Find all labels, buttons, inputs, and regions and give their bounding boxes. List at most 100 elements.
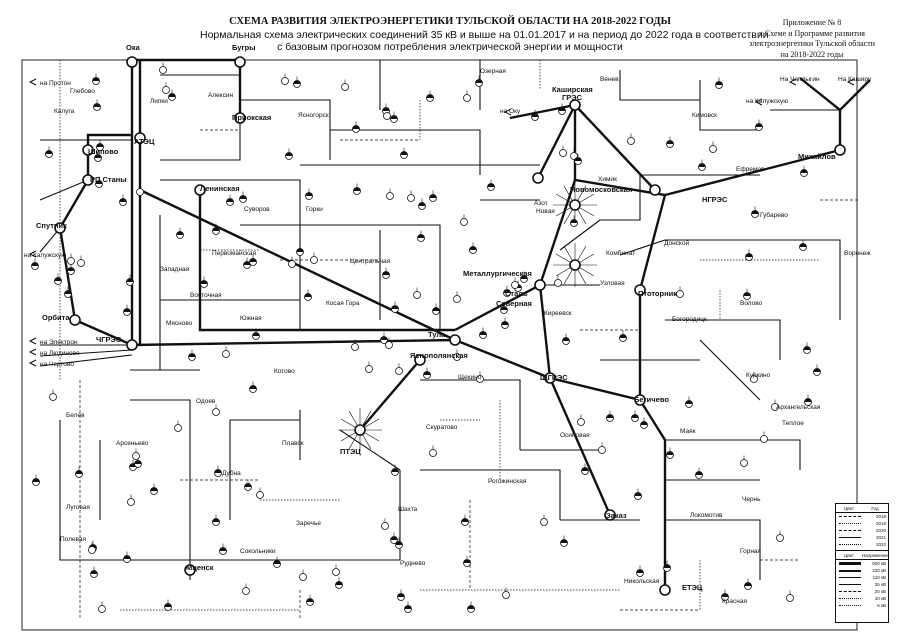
substation-label: Горная xyxy=(740,548,762,555)
legend-col-year: Год xyxy=(871,505,879,511)
substation-label: Дубна xyxy=(222,470,241,477)
appendix-line: Приложение № 8 xyxy=(782,18,842,27)
substation-label: Теплое xyxy=(782,420,804,427)
substation-symbol-fill xyxy=(636,569,644,573)
substation-label: Комбинат xyxy=(606,250,636,257)
substation-symbol-fill xyxy=(631,414,639,418)
station-label-rp-stany: РП Станы xyxy=(90,175,127,184)
major-substation-symbol xyxy=(184,564,196,576)
station-label-kashirskaya-gres: Каширская ГРЭС xyxy=(552,85,593,102)
substation-symbol xyxy=(341,83,349,91)
substation-label: Химик xyxy=(598,176,617,183)
substation-symbol xyxy=(49,393,57,401)
substation-symbol-fill xyxy=(404,605,412,609)
substation-symbol-fill xyxy=(531,113,539,117)
substation-symbol-fill xyxy=(134,460,142,464)
major-substation-symbol xyxy=(449,334,461,346)
substation-label: Азот xyxy=(534,200,548,207)
substation-symbol xyxy=(463,94,471,102)
major-substation-symbol xyxy=(544,372,556,384)
line-110kv xyxy=(339,429,401,471)
substation-symbol-fill xyxy=(721,593,729,597)
direction-arrow xyxy=(754,98,763,106)
trunk-line xyxy=(839,79,871,111)
substation-symbol-fill xyxy=(150,487,158,491)
substation-symbol-fill xyxy=(570,219,578,223)
line-110kv xyxy=(240,224,441,330)
substation-label: Западная xyxy=(160,266,190,273)
trunk-line xyxy=(131,338,456,347)
station-label-orbita: Орбита xyxy=(42,313,70,322)
substation-symbol-fill xyxy=(243,261,251,265)
station-label-ngres: НГРЭС xyxy=(702,195,728,204)
substation-symbol-fill xyxy=(429,194,437,198)
major-substation-symbol xyxy=(414,354,426,366)
substation-symbol-fill xyxy=(800,169,808,173)
major-substation-symbol xyxy=(634,284,646,296)
substation-label: Плавск xyxy=(282,440,304,447)
station-label-ptets: ПТЭЦ xyxy=(340,447,361,456)
substation-symbol-fill xyxy=(500,306,508,310)
substation-symbol-fill xyxy=(390,536,398,540)
direction-label: на Калужскую xyxy=(24,252,67,259)
major-substation-symbol xyxy=(82,174,94,186)
substation-symbol xyxy=(453,353,461,361)
substation-symbol xyxy=(627,137,635,145)
major-substation-symbol xyxy=(234,112,246,124)
legend-col-voltage: Напряжение xyxy=(861,552,888,558)
substation-label: Донской xyxy=(664,240,690,247)
legend-year: 2018 xyxy=(875,514,886,519)
substation-symbol-fill xyxy=(212,518,220,522)
legend-voltage: 10 кВ xyxy=(874,596,886,601)
substation-symbol-fill xyxy=(226,198,234,202)
station-label-priokskaya: Приокская xyxy=(232,113,272,122)
substation-symbol xyxy=(476,375,484,383)
substation-symbol-fill xyxy=(418,202,426,206)
substation-symbol xyxy=(786,594,794,602)
legend-voltage: 110 кВ xyxy=(872,575,886,580)
major-substation-symbol xyxy=(82,144,94,156)
substation-label: Киреевск xyxy=(544,310,572,317)
legend-voltage: 35 кВ xyxy=(874,582,886,587)
line-110kv xyxy=(665,319,781,360)
substation-symbol xyxy=(332,568,340,576)
major-substation-symbol xyxy=(569,99,581,111)
substation-symbol xyxy=(709,145,717,153)
substation-symbol-fill xyxy=(380,336,388,340)
substation-symbol-fill xyxy=(123,308,131,312)
substation-symbol xyxy=(212,408,220,416)
direction-arrow xyxy=(28,337,37,345)
substation-symbol xyxy=(676,290,684,298)
trunk-line xyxy=(536,104,577,179)
legend-year: 2020 xyxy=(875,528,886,533)
direction-arrow xyxy=(28,359,37,367)
station-label-novomoskovskaya: Новомосковская xyxy=(570,185,633,194)
trunk-line xyxy=(538,284,667,590)
substation-label: Воронеж xyxy=(844,250,871,257)
substation-label: Маяк xyxy=(680,428,696,435)
legend-voltage: 500 кВ xyxy=(872,561,886,566)
substation-symbol-fill xyxy=(31,262,39,266)
station-label-begichevo: Бегичево xyxy=(634,395,669,404)
substation-symbol xyxy=(310,256,318,264)
station-label-oka: Ока xyxy=(126,43,140,52)
substation-symbol xyxy=(383,112,391,120)
legend-year: 2021 xyxy=(875,535,886,540)
substation-label: Богородицк xyxy=(672,316,707,323)
appendix-line: на 2018-2022 годы xyxy=(780,49,844,59)
substation-symbol xyxy=(88,546,96,554)
substation-symbol-fill xyxy=(423,371,431,375)
substation-symbol-fill xyxy=(581,467,589,471)
substation-symbol-fill xyxy=(92,77,100,81)
legend-voltage: 220 кВ xyxy=(872,568,886,573)
station-label-sputnik: Спутник xyxy=(36,221,67,230)
substation-label: Скуратово xyxy=(426,424,458,431)
trunk-line xyxy=(359,359,421,431)
substation-symbol xyxy=(395,367,403,375)
substation-label: Ясногорск xyxy=(298,112,329,119)
station-label-shchgres: ЩГРЭС xyxy=(540,373,568,382)
direction-label: на Чертово xyxy=(40,361,74,368)
substation-label: Узловая xyxy=(600,280,625,287)
substation-symbol-fill xyxy=(293,80,301,84)
